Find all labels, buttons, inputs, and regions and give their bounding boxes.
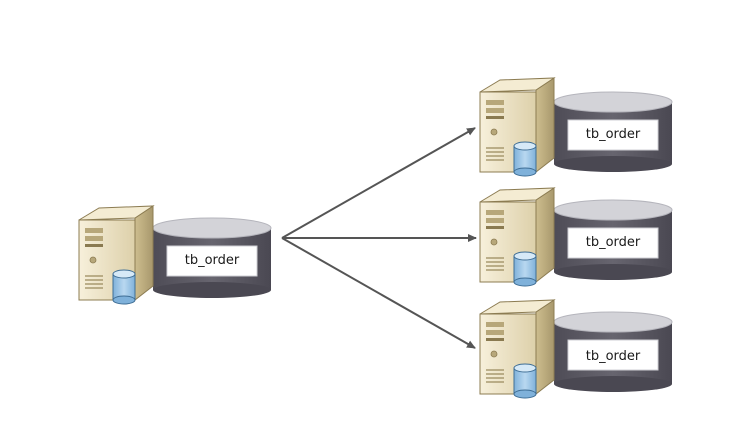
target-node-1: tb_order [479, 77, 673, 177]
arrow-to-target-3 [281, 237, 476, 349]
target-node-3: tb_order [479, 299, 673, 399]
source-table-label: tb_order [185, 253, 240, 268]
source-server-icon [78, 205, 154, 305]
target-3-table-label: tb_order [586, 349, 641, 364]
target-2-table-label: tb_order [586, 235, 641, 250]
source-node: tb_order [78, 205, 272, 305]
target-node-2: tb_order [479, 187, 673, 287]
target-1-server-icon [479, 77, 555, 177]
target-3-server-icon [479, 299, 555, 399]
target-1-table-label: tb_order [586, 127, 641, 142]
arrow-to-target-1 [281, 127, 476, 239]
target-2-server-icon [479, 187, 555, 287]
